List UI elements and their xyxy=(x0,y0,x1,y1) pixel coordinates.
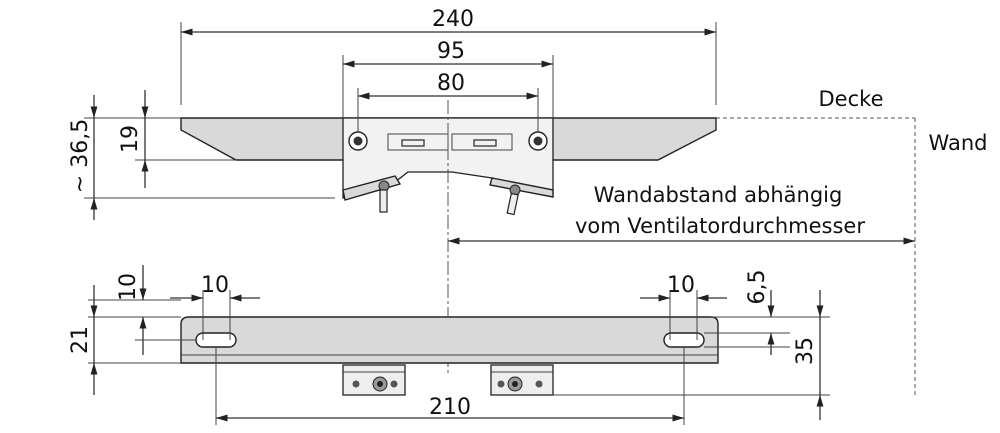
dim-10-left-slot: 10 xyxy=(201,273,229,298)
dim-6-5: 6,5 xyxy=(745,270,770,305)
dim-240: 240 xyxy=(432,7,474,32)
clip-right xyxy=(473,139,497,147)
dim-19: 19 xyxy=(118,125,143,153)
top-view xyxy=(180,117,916,397)
dim-36-5: ~ 36,5 xyxy=(68,119,93,193)
note-line-2: vom Ventilatordurchmesser xyxy=(575,214,865,238)
dim-21: 21 xyxy=(68,326,93,354)
base-plate xyxy=(180,316,719,364)
arm-right xyxy=(489,177,554,198)
slot-detail xyxy=(451,133,513,151)
clip-left xyxy=(401,139,425,147)
label-decke: Decke xyxy=(819,87,884,111)
dimension-lines xyxy=(84,22,915,425)
clamp-left xyxy=(342,364,406,396)
dim-35: 35 xyxy=(793,337,818,365)
dim-10-right-slot: 10 xyxy=(667,273,695,298)
screw-right xyxy=(528,131,548,151)
dim-95: 95 xyxy=(437,39,465,64)
bolt-right xyxy=(506,184,521,216)
dim-210: 210 xyxy=(429,395,471,420)
note-line-1: Wandabstand abhängig xyxy=(594,183,843,207)
clamp-right xyxy=(490,364,554,396)
bottom-view xyxy=(180,316,719,396)
screw-left xyxy=(348,131,368,151)
dim-80: 80 xyxy=(437,71,465,96)
bolt-left xyxy=(378,180,390,213)
label-wand: Wand xyxy=(929,131,988,155)
dim-10-vertical: 10 xyxy=(116,273,141,301)
